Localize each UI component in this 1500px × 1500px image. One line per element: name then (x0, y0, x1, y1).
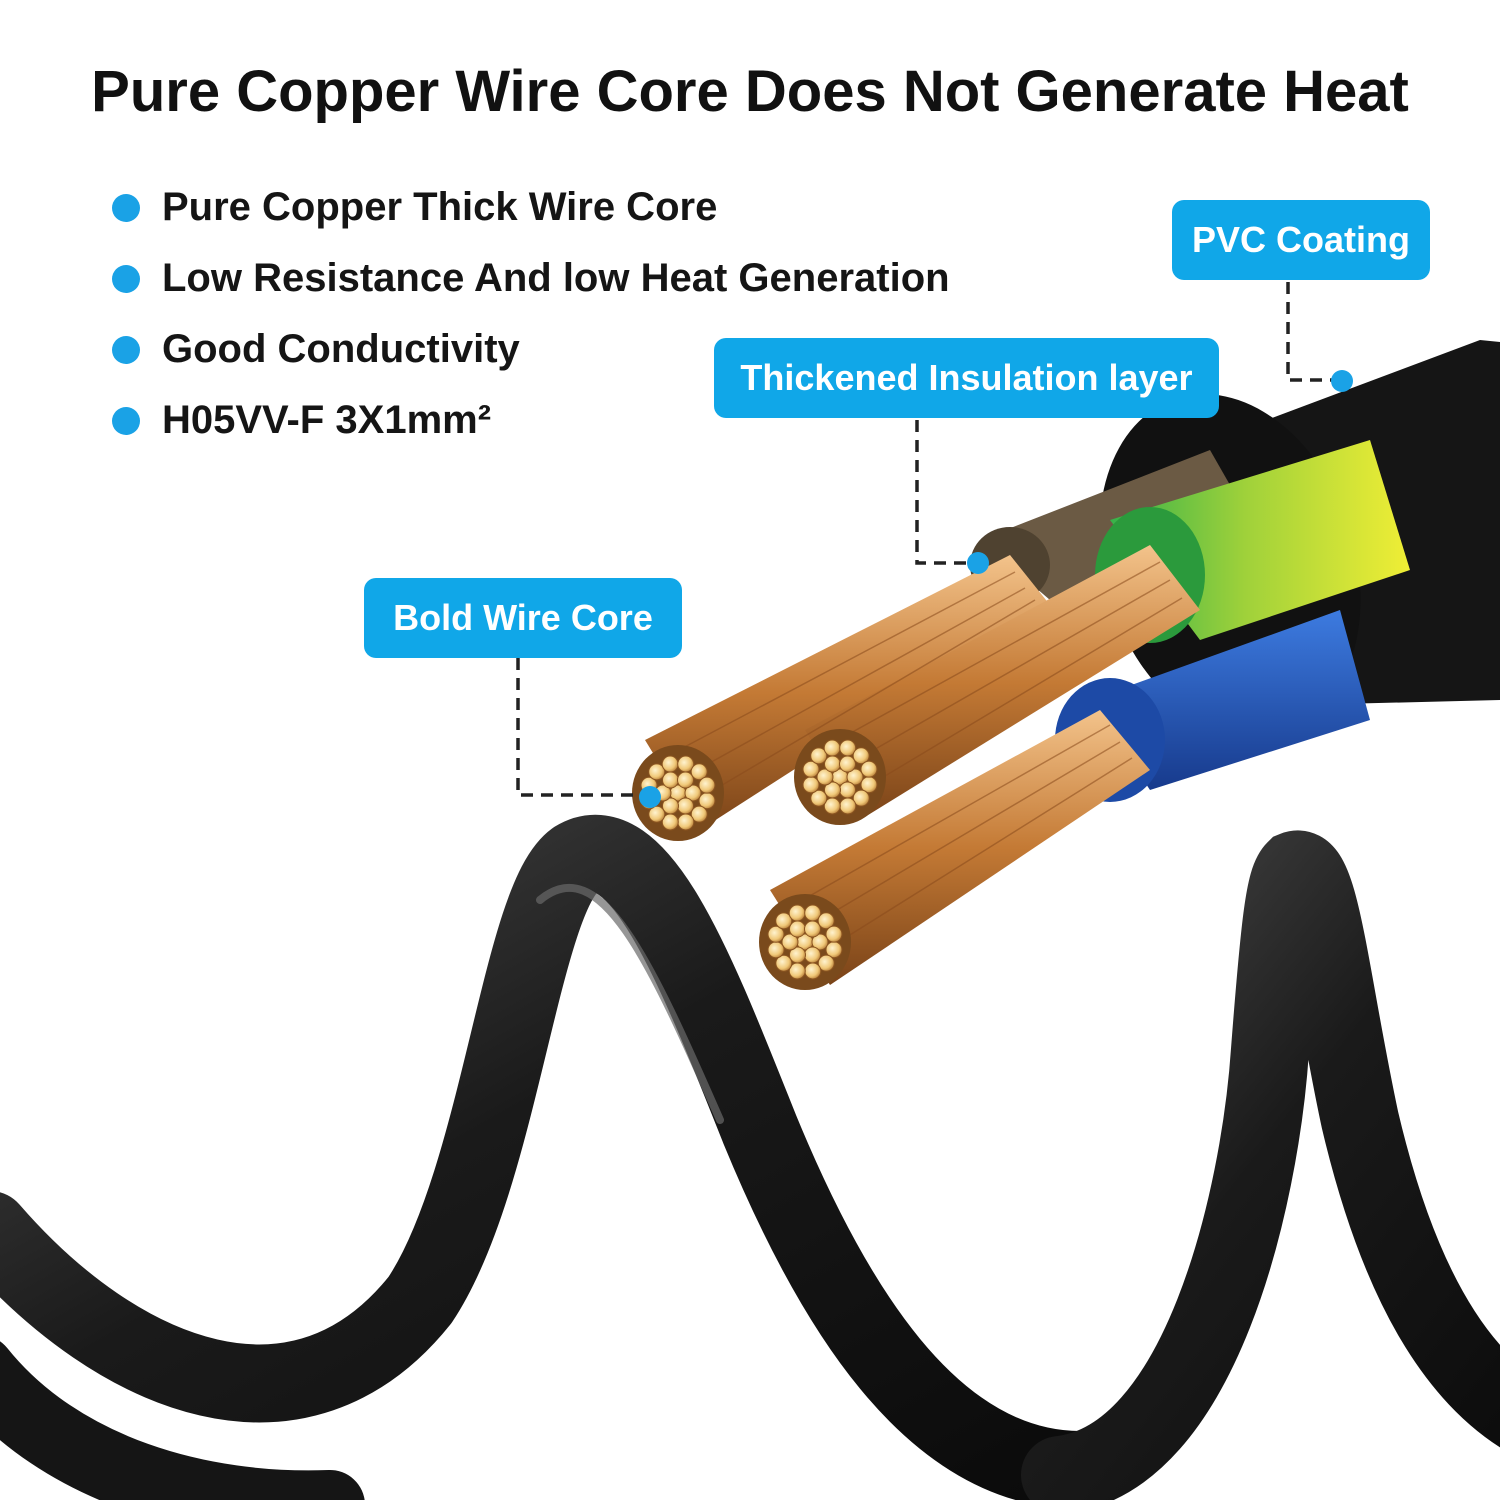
copper-strand-end (648, 805, 666, 823)
copper-strand-bundle-3 (770, 710, 1150, 985)
feature-item: Good Conductivity (112, 314, 950, 385)
copper-strand-end (817, 912, 835, 930)
bullet-dot-icon (112, 335, 140, 364)
insulation-leader-line (915, 420, 975, 565)
leader-lines (516, 282, 1340, 797)
copper-strand-end (690, 805, 708, 823)
wire-core-callout: Bold Wire Core (364, 578, 682, 658)
copper-strand-end (839, 755, 856, 773)
copper-strand-end (802, 776, 820, 794)
copper-strand-end (823, 797, 841, 815)
cable-loop-left (0, 814, 1119, 1500)
copper-strand-end (684, 784, 702, 802)
coiled-cable (0, 814, 1500, 1500)
copper-strand-end (817, 954, 835, 972)
copper-strand-end (810, 747, 828, 765)
copper-strand-end (677, 771, 694, 789)
cable-loop-bottom (0, 1341, 365, 1500)
bullet-dot-icon (112, 193, 140, 222)
leader-endpoints (639, 370, 1353, 808)
insulation-leader-dot (967, 552, 989, 574)
feature-text: H05VV-F 3X1mm² (162, 398, 492, 442)
copper-strand-end (839, 797, 857, 815)
pvc-leader-dot (1331, 370, 1353, 392)
copper-strand-end (839, 739, 857, 757)
copper-strand-end (789, 920, 806, 938)
copper-strand-end (677, 797, 694, 815)
copper-strand-end (825, 925, 843, 943)
copper-strand-bundle-1 (645, 555, 1050, 830)
copper-strand-end (860, 760, 878, 778)
feature-item: Pure Copper Thick Wire Core (112, 172, 950, 243)
feature-text: Good Conductivity (162, 327, 520, 371)
feature-item: H05VV-F 3X1mm² (112, 385, 950, 456)
core-leader-line (516, 658, 648, 797)
strand-end-faces (632, 729, 886, 990)
pvc-coating-callout: PVC Coating (1172, 200, 1430, 280)
feature-text: Low Resistance And low Heat Generation (162, 256, 950, 300)
copper-strand-end (804, 946, 821, 964)
copper-strand-end (775, 912, 793, 930)
cable-loop-right (1021, 830, 1500, 1500)
bullet-dot-icon (112, 406, 140, 435)
copper-strand-end (767, 941, 785, 959)
copper-strand-end (804, 962, 822, 980)
insulation-layer-callout: Thickened Insulation layer (714, 338, 1219, 418)
copper-strand-end (677, 813, 695, 831)
copper-strand-end (648, 763, 666, 781)
copper-strand-end (662, 771, 679, 789)
copper-strand-end (816, 768, 834, 786)
copper-strand-end (698, 776, 716, 794)
copper-strand-end (846, 768, 864, 786)
copper-strand-end (781, 933, 799, 951)
copper-strand-end (811, 933, 829, 951)
bullet-dot-icon (112, 264, 140, 293)
feature-list: Pure Copper Thick Wire Core Low Resistan… (112, 172, 950, 456)
copper-strand-end (677, 755, 695, 773)
copper-strand-end (661, 755, 679, 773)
copper-conductors (645, 545, 1200, 985)
copper-strand-end (767, 925, 785, 943)
copper-strand-end (852, 747, 870, 765)
copper-strand-end (824, 755, 841, 773)
copper-strand-end (802, 760, 820, 778)
copper-strand-end (690, 763, 708, 781)
pvc-leader-line (1286, 282, 1340, 382)
cable-highlight (536, 883, 724, 1124)
page-title: Pure Copper Wire Core Does Not Generate … (91, 59, 1409, 124)
copper-strand-end (839, 781, 856, 799)
copper-strand-end (852, 789, 870, 807)
feature-item: Low Resistance And low Heat Generation (112, 243, 950, 314)
core-leader-dot (639, 786, 661, 808)
copper-strand-end (804, 920, 821, 938)
copper-strand-end (823, 739, 841, 757)
copper-strand-bundle-2 (805, 545, 1200, 820)
copper-strand-end (804, 904, 822, 922)
copper-strand-end (775, 954, 793, 972)
copper-strand-end (810, 789, 828, 807)
copper-strand-end (788, 904, 806, 922)
feature-text: Pure Copper Thick Wire Core (162, 185, 718, 229)
copper-strand-end (661, 813, 679, 831)
copper-strand-end (788, 962, 806, 980)
